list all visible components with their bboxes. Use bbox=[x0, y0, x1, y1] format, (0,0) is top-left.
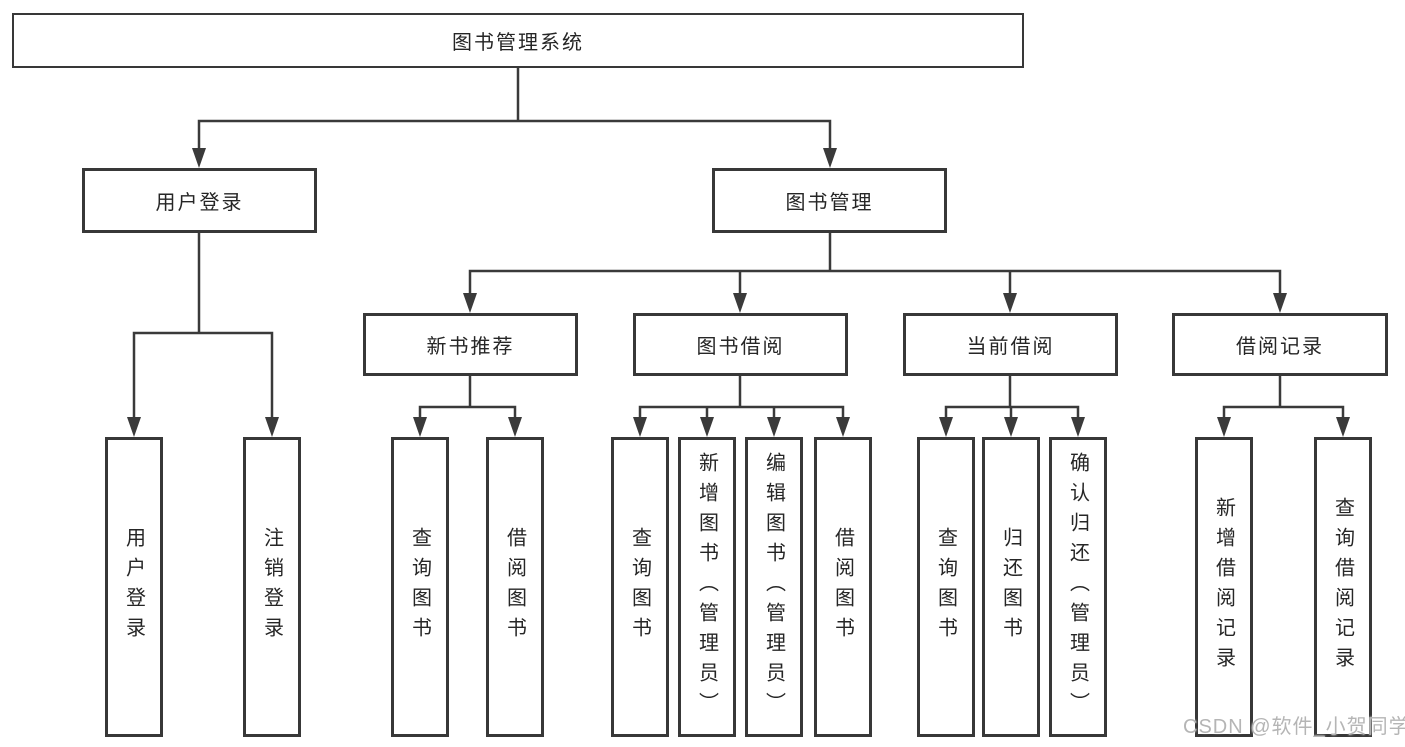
arrowhead bbox=[463, 293, 477, 313]
node-current-borrow-label: 当前借阅 bbox=[966, 336, 1055, 358]
leaf-current-query-books: 查询图书 bbox=[917, 437, 975, 737]
leaf-borrow-edit-books-admin-label: 编辑图书（管理员） bbox=[762, 452, 785, 722]
leaf-current-return-books: 归还图书 bbox=[982, 437, 1040, 737]
leaf-current-return-books-label: 归还图书 bbox=[999, 527, 1022, 647]
arrowhead bbox=[413, 417, 427, 437]
leaf-records-query-record: 查询借阅记录 bbox=[1314, 437, 1372, 737]
leaf-borrow-query-books-label: 查询图书 bbox=[628, 527, 651, 647]
arrowhead bbox=[1004, 417, 1018, 437]
connector-bookmgmt-to-level3 bbox=[468, 231, 1282, 305]
leaf-current-confirm-return-admin-label: 确认归还（管理员） bbox=[1066, 452, 1089, 722]
leaf-recommend-query-books: 查询图书 bbox=[391, 437, 449, 737]
node-book-management: 图书管理 bbox=[712, 168, 947, 233]
node-book-borrow-label: 图书借阅 bbox=[696, 336, 785, 358]
leaf-records-query-record-label: 查询借阅记录 bbox=[1331, 497, 1354, 677]
arrowhead bbox=[700, 417, 714, 437]
leaf-borrow-add-books-admin-label: 新增图书（管理员） bbox=[695, 452, 718, 722]
node-root-system-label: 图书管理系统 bbox=[452, 32, 584, 54]
arrowhead bbox=[192, 148, 206, 168]
leaf-borrow-query-books: 查询图书 bbox=[611, 437, 669, 737]
leaf-user-login: 用户登录 bbox=[105, 437, 163, 737]
leaf-records-add-record-label: 新增借阅记录 bbox=[1212, 497, 1235, 677]
arrowhead bbox=[1273, 293, 1287, 313]
leaf-recommend-query-books-label: 查询图书 bbox=[408, 527, 431, 647]
arrowhead bbox=[939, 417, 953, 437]
leaf-borrow-edit-books-admin: 编辑图书（管理员） bbox=[745, 437, 803, 737]
connector-userlogin-to-leaves bbox=[132, 231, 274, 429]
arrowhead bbox=[127, 417, 141, 437]
leaf-records-add-record: 新增借阅记录 bbox=[1195, 437, 1253, 737]
leaf-logout-label: 注销登录 bbox=[260, 527, 283, 647]
arrowhead bbox=[265, 417, 279, 437]
leaf-current-confirm-return-admin: 确认归还（管理员） bbox=[1049, 437, 1107, 737]
leaf-borrow-borrow-books: 借阅图书 bbox=[814, 437, 872, 737]
leaf-borrow-add-books-admin: 新增图书（管理员） bbox=[678, 437, 736, 737]
leaf-user-login-label: 用户登录 bbox=[122, 527, 145, 647]
arrowhead bbox=[733, 293, 747, 313]
leaf-borrow-borrow-books-label: 借阅图书 bbox=[831, 527, 854, 647]
connector-recommend-to-leaves bbox=[418, 374, 517, 429]
arrowhead bbox=[767, 417, 781, 437]
node-book-management-label: 图书管理 bbox=[785, 192, 874, 214]
leaf-recommend-borrow-books-label: 借阅图书 bbox=[503, 527, 526, 647]
connector-borrow-to-leaves bbox=[638, 374, 845, 429]
arrowhead bbox=[1217, 417, 1231, 437]
node-borrow-records-label: 借阅记录 bbox=[1236, 336, 1324, 358]
node-root-system: 图书管理系统 bbox=[12, 13, 1024, 68]
node-user-login-label: 用户登录 bbox=[155, 192, 244, 214]
node-current-borrow: 当前借阅 bbox=[903, 313, 1118, 376]
csdn-watermark: CSDN @软件_小贺同学 bbox=[1183, 716, 1405, 738]
node-user-login: 用户登录 bbox=[82, 168, 317, 233]
leaf-recommend-borrow-books: 借阅图书 bbox=[486, 437, 544, 737]
arrowhead bbox=[633, 417, 647, 437]
arrowhead bbox=[1071, 417, 1085, 437]
arrowhead bbox=[823, 148, 837, 168]
arrowhead bbox=[1336, 417, 1350, 437]
leaf-current-query-books-label: 查询图书 bbox=[934, 527, 957, 647]
arrowhead bbox=[508, 417, 522, 437]
node-new-book-recommend: 新书推荐 bbox=[363, 313, 578, 376]
arrowhead bbox=[1003, 293, 1017, 313]
arrowhead bbox=[836, 417, 850, 437]
connector-root-to-level2 bbox=[197, 66, 832, 160]
connector-records-to-leaves bbox=[1222, 374, 1345, 429]
leaf-logout: 注销登录 bbox=[243, 437, 301, 737]
node-book-borrow: 图书借阅 bbox=[633, 313, 848, 376]
node-borrow-records: 借阅记录 bbox=[1172, 313, 1388, 376]
node-new-book-recommend-label: 新书推荐 bbox=[426, 336, 515, 358]
